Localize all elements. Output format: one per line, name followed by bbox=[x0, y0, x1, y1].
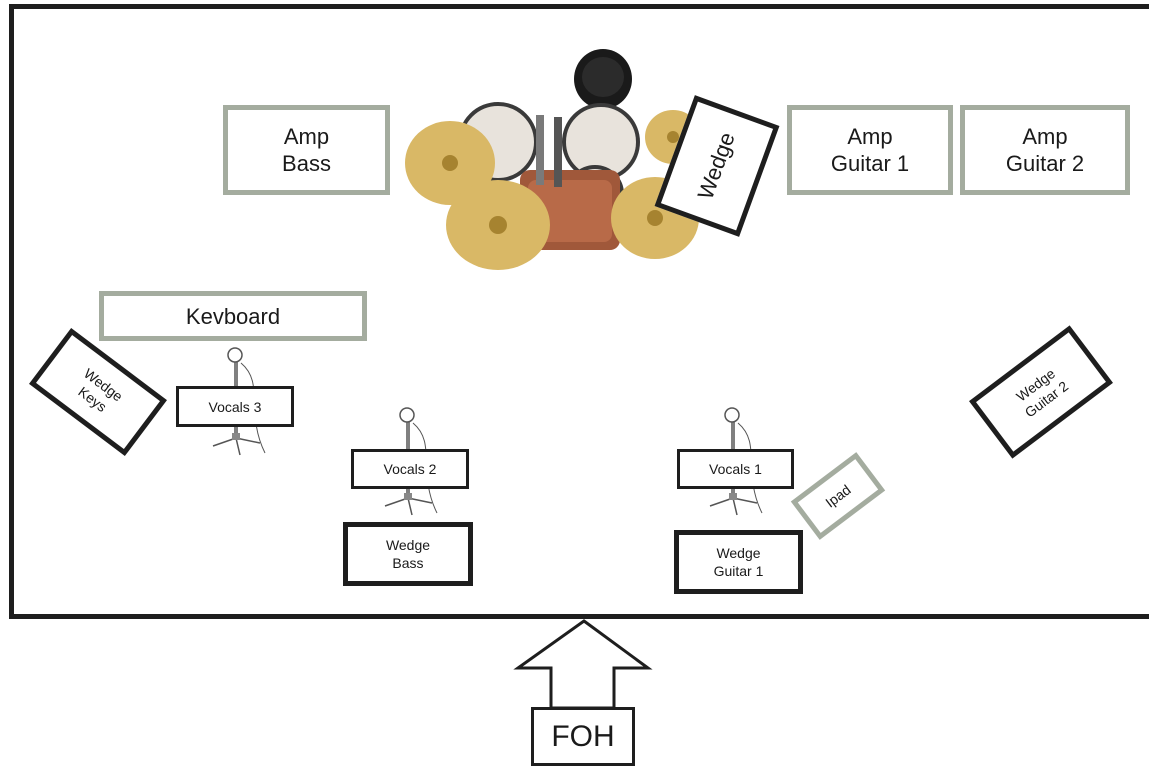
foh-box: FOH bbox=[531, 707, 635, 766]
drum-wedge-label: Wedge bbox=[692, 128, 741, 203]
drum-kit-icon bbox=[405, 49, 701, 270]
vocals-1: Vocals 1 bbox=[677, 449, 794, 489]
wedge-bass-label: Wedge Bass bbox=[385, 537, 431, 571]
vocals-3-label: Vocals 3 bbox=[208, 398, 262, 415]
ipad-label: Ipad bbox=[822, 481, 854, 511]
vocals-2-label: Vocals 2 bbox=[383, 461, 437, 477]
wedge-guitar-1: Wedge Guitar 1 bbox=[674, 530, 803, 594]
keyboard-label: Kevboard bbox=[185, 303, 281, 329]
wedge-guitar-2-label: Wedge Guitar 2 bbox=[1013, 365, 1072, 421]
amp-guitar-1: Amp Guitar 1 bbox=[787, 105, 953, 195]
vocals-3: Vocals 3 bbox=[176, 386, 294, 427]
amp-bass-label: Amp Bass bbox=[282, 124, 331, 176]
vocals-2: Vocals 2 bbox=[351, 449, 469, 489]
wedge-keys-label: Wedge Keys bbox=[75, 365, 126, 415]
amp-guitar-2-label: Amp Guitar 2 bbox=[1005, 124, 1085, 176]
amp-bass: Amp Bass bbox=[223, 105, 390, 195]
stage-outline bbox=[9, 4, 1149, 619]
wedge-guitar-1-label: Wedge Guitar 1 bbox=[713, 545, 764, 579]
keyboard: Kevboard bbox=[99, 291, 367, 341]
vocals-1-label: Vocals 1 bbox=[709, 461, 762, 477]
foh-label: FOH bbox=[551, 719, 615, 753]
amp-guitar-1-label: Amp Guitar 1 bbox=[830, 124, 910, 176]
wedge-bass: Wedge Bass bbox=[343, 522, 473, 586]
amp-guitar-2: Amp Guitar 2 bbox=[960, 105, 1130, 195]
